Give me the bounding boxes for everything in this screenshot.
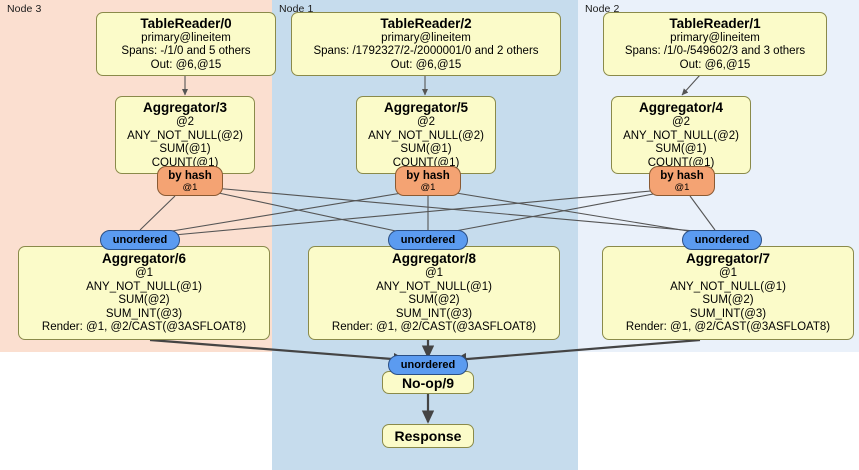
processor-agg-1: ANY_NOT_NULL(@1) — [670, 280, 786, 293]
router-title: by hash — [168, 169, 212, 182]
processor-agg-3: SUM_INT(@3) — [689, 307, 767, 320]
processor-title: Aggregator/7 — [685, 251, 770, 267]
processor-aggregator-3[interactable]: Aggregator/3 @2 ANY_NOT_NULL(@2) SUM(@1)… — [115, 96, 255, 174]
processor-aggregator-6[interactable]: Aggregator/6 @1 ANY_NOT_NULL(@1) SUM(@2)… — [18, 246, 270, 340]
processor-render: Render: @1, @2/CAST(@3ASFLOAT8) — [41, 321, 247, 334]
router-title: by hash — [406, 169, 450, 182]
processor-title: Aggregator/3 — [142, 100, 227, 115]
processor-spans: Spans: -/1/0 and 5 others — [121, 45, 251, 58]
processor-group: @1 — [718, 267, 738, 280]
processor-title: No-op/9 — [401, 374, 455, 391]
processor-title: Response — [394, 428, 462, 444]
processor-agg-2: SUM(@1) — [400, 143, 452, 155]
processor-group: @1 — [424, 267, 444, 280]
router-column: @1 — [420, 181, 436, 193]
processor-agg-3: SUM_INT(@3) — [395, 307, 473, 320]
processor-agg-3: SUM_INT(@3) — [105, 307, 183, 320]
processor-tablereader-0[interactable]: TableReader/0 primary@lineitem Spans: -/… — [96, 12, 276, 76]
processor-agg-1: ANY_NOT_NULL(@2) — [623, 129, 739, 142]
processor-agg-1: ANY_NOT_NULL(@2) — [127, 129, 243, 142]
output-router-by-hash-right[interactable]: by hash @1 — [649, 166, 715, 196]
input-sync-unordered-left[interactable]: unordered — [100, 230, 180, 250]
processor-aggregator-4[interactable]: Aggregator/4 @2 ANY_NOT_NULL(@2) SUM(@1)… — [611, 96, 751, 174]
processor-response[interactable]: Response — [382, 424, 474, 448]
output-router-by-hash-middle[interactable]: by hash @1 — [395, 166, 461, 196]
processor-title: Aggregator/6 — [101, 251, 186, 267]
processor-render: Render: @1, @2/CAST(@3ASFLOAT8) — [625, 321, 831, 334]
processor-out: Out: @6,@15 — [150, 58, 222, 71]
sync-label: unordered — [400, 359, 456, 371]
processor-title: Aggregator/8 — [391, 251, 476, 267]
processor-agg-1: ANY_NOT_NULL(@1) — [86, 280, 202, 293]
processor-out: Out: @6,@15 — [390, 58, 462, 71]
processor-title: Aggregator/4 — [638, 100, 723, 115]
processor-aggregator-7[interactable]: Aggregator/7 @1 ANY_NOT_NULL(@1) SUM(@2)… — [602, 246, 854, 340]
processor-agg-3: COUNT(@1) — [647, 156, 715, 169]
sync-label: unordered — [112, 234, 168, 246]
processor-group: @2 — [416, 116, 436, 128]
router-column: @1 — [182, 181, 198, 193]
processor-agg-3: COUNT(@1) — [392, 156, 460, 169]
sync-label: unordered — [694, 234, 750, 246]
processor-title: Aggregator/5 — [383, 100, 468, 115]
processor-spans: Spans: /1792327/2-/2000001/0 and 2 other… — [313, 45, 539, 58]
router-column: @1 — [674, 181, 690, 193]
router-title: by hash — [660, 169, 704, 182]
output-router-by-hash-left[interactable]: by hash @1 — [157, 166, 223, 196]
processor-spans: Spans: /1/0-/549602/3 and 3 others — [624, 45, 806, 58]
processor-tablereader-1[interactable]: TableReader/1 primary@lineitem Spans: /1… — [603, 12, 827, 76]
processor-group: @2 — [175, 116, 195, 128]
processor-group: @2 — [671, 116, 691, 128]
processor-title: TableReader/2 — [380, 15, 472, 31]
input-sync-unordered-final[interactable]: unordered — [388, 355, 468, 375]
processor-agg-3: COUNT(@1) — [151, 156, 219, 169]
input-sync-unordered-right[interactable]: unordered — [682, 230, 762, 250]
processor-group: @1 — [134, 267, 154, 280]
processor-title: TableReader/0 — [140, 15, 232, 31]
sync-label: unordered — [400, 234, 456, 246]
processor-agg-2: SUM(@2) — [408, 294, 460, 307]
input-sync-unordered-middle[interactable]: unordered — [388, 230, 468, 250]
processor-agg-2: SUM(@2) — [702, 294, 754, 307]
processor-source: primary@lineitem — [141, 31, 231, 44]
processor-agg-1: ANY_NOT_NULL(@2) — [368, 129, 484, 142]
processor-agg-2: SUM(@2) — [118, 294, 170, 307]
processor-aggregator-8[interactable]: Aggregator/8 @1 ANY_NOT_NULL(@1) SUM(@2)… — [308, 246, 560, 340]
processor-render: Render: @1, @2/CAST(@3ASFLOAT8) — [331, 321, 537, 334]
processor-agg-1: ANY_NOT_NULL(@1) — [376, 280, 492, 293]
processor-out: Out: @6,@15 — [679, 58, 751, 71]
processor-source: primary@lineitem — [381, 31, 471, 44]
processor-agg-2: SUM(@1) — [655, 143, 707, 155]
processor-source: primary@lineitem — [670, 31, 760, 44]
processor-title: TableReader/1 — [669, 15, 761, 31]
node-panel-label: Node 3 — [7, 3, 42, 15]
processor-tablereader-2[interactable]: TableReader/2 primary@lineitem Spans: /1… — [291, 12, 561, 76]
processor-agg-2: SUM(@1) — [159, 143, 211, 155]
processor-aggregator-5[interactable]: Aggregator/5 @2 ANY_NOT_NULL(@2) SUM(@1)… — [356, 96, 496, 174]
